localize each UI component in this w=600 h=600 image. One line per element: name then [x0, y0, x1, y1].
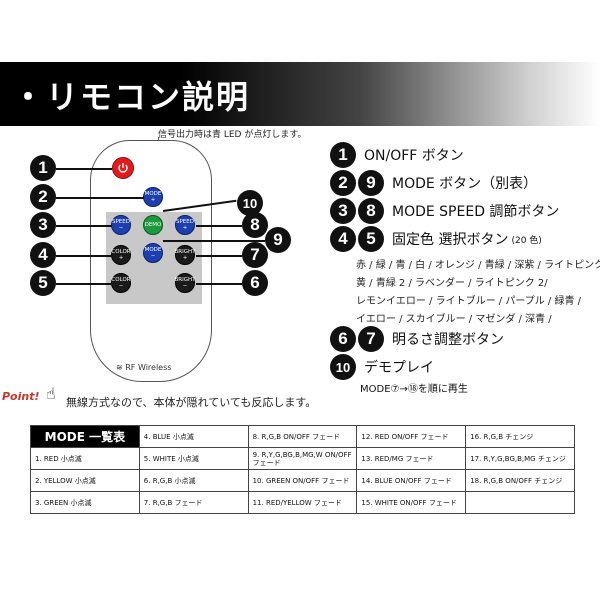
- table-row: MODE 一覧表 4. BLUE 小点滅 8. R,G,B ON/OFF フェー…: [30, 425, 575, 448]
- signal-note: 信号出力時は青 LED が点灯します。: [158, 130, 307, 140]
- demo-sub: MODE⑦→⑱を順に再生: [360, 384, 468, 395]
- callout-line-8: [196, 225, 242, 227]
- table-cell: 16. R,G,B チェンジ: [465, 425, 575, 448]
- speed-minus-button[interactable]: SPEED −: [111, 215, 131, 235]
- feature-num: 4: [330, 226, 356, 252]
- feature-mode: 2 9 MODE ボタン（別表）: [330, 170, 537, 196]
- feature-label: 固定色 選択ボタン: [392, 232, 509, 248]
- callout-1: 1: [30, 155, 56, 181]
- feature-onoff: 1 ON/OFF ボタン: [330, 142, 464, 168]
- callout-line-4: [56, 255, 112, 257]
- table-cell: 4. BLUE 小点滅: [138, 425, 249, 448]
- point-text: 無線方式なので、本体が隠れていても反応します。: [66, 396, 317, 409]
- feature-num: 5: [358, 226, 384, 252]
- callout-3: 3: [30, 212, 56, 238]
- feature-fixed-color: 4 5 固定色 選択ボタン (20 色): [330, 226, 542, 252]
- rf-wireless-label: ≋ RF Wireless: [116, 363, 172, 372]
- callout-8: 8: [242, 212, 268, 238]
- feature-demo: 10 デモプレイ: [330, 354, 434, 380]
- callout-2: 2: [30, 184, 56, 210]
- callout-7: 7: [242, 242, 268, 268]
- table-cell: 5. WHITE 小点滅: [138, 447, 249, 470]
- bright-plus-button[interactable]: BRIGHT +: [175, 245, 196, 265]
- color-plus-button[interactable]: COLOR +: [111, 245, 131, 265]
- table-row: 2. YELLOW 小点滅 6. R,G,B 小点滅 10. GREEN ON/…: [30, 469, 575, 492]
- callout-5: 5: [30, 270, 56, 296]
- callout-line-2: [56, 197, 144, 199]
- table-row: 1. RED 小点滅 5. WHITE 小点滅 9. R,Y,G,BG,B,MG…: [30, 447, 575, 470]
- callout-line-3: [56, 225, 112, 227]
- bright-minus-button[interactable]: BRIGHT −: [175, 273, 196, 293]
- wifi-icon: ≋: [116, 363, 123, 372]
- feature-label: MODE SPEED 調節ボタン: [392, 204, 560, 220]
- color-minus-button[interactable]: COLOR −: [111, 273, 131, 293]
- feature-num: 6: [330, 326, 356, 352]
- callout-line-1: [56, 168, 112, 170]
- callout-10: 10: [237, 190, 263, 216]
- feature-num: 2: [330, 170, 356, 196]
- table-cell: [465, 491, 575, 514]
- table-cell: 12. RED ON/OFF フェード: [356, 425, 467, 448]
- power-button[interactable]: [112, 157, 134, 179]
- feature-label: 明るさ調整ボタン: [392, 332, 504, 348]
- table-cell: 17. R,Y,G,BG,B,MG チェンジ: [465, 447, 575, 470]
- feature-sub: (20 色): [511, 235, 542, 246]
- callout-line-9: [163, 240, 265, 242]
- feature-num: 10: [330, 354, 356, 380]
- color-list-line: レモンイエロー / ライトブルー / パープル / 緑青 /: [356, 296, 582, 307]
- color-list-line: 黄 / 青緑 2 / ラベンダー / ライトピンク 2/: [356, 278, 548, 289]
- callout-6: 6: [242, 270, 268, 296]
- table-cell: 13. RED/MG フェード: [356, 447, 467, 470]
- mode-table: MODE 一覧表 4. BLUE 小点滅 8. R,G,B ON/OFF フェー…: [30, 425, 575, 514]
- callout-line-6: [196, 283, 242, 285]
- table-cell: 7. R,G,B フェード: [138, 491, 249, 514]
- table-cell: 2. YELLOW 小点滅: [30, 469, 140, 492]
- feature-num: 3: [330, 198, 356, 224]
- feature-brightness: 6 7 明るさ調整ボタン: [330, 326, 504, 352]
- feature-label: MODE ボタン（別表）: [392, 176, 538, 192]
- color-list-line: イエロー / スカイブルー / マゼンダ / 深青 /: [356, 314, 552, 325]
- callout-4: 4: [30, 242, 56, 268]
- color-list-line: 赤 / 緑 / 青 / 白 / オレンジ / 青緑 / 深紫 / ライトピンク …: [356, 260, 600, 271]
- callout-line-5: [56, 283, 112, 285]
- table-row: 3. GREEN 小点滅 7. R,G,B フェード 11. RED/YELLO…: [30, 491, 575, 514]
- table-header: MODE 一覧表: [30, 425, 140, 448]
- table-cell: 6. R,G,B 小点滅: [138, 469, 249, 492]
- mode-minus-button[interactable]: MODE −: [143, 243, 163, 263]
- feature-num: 9: [358, 170, 384, 196]
- feature-label: ON/OFF ボタン: [364, 148, 464, 164]
- table-cell: 8. R,G,B ON/OFF フェード: [247, 425, 358, 448]
- feature-mode-speed: 3 8 MODE SPEED 調節ボタン: [330, 198, 559, 224]
- page-title: ・リモコン説明: [12, 78, 251, 116]
- callout-9: 9: [265, 227, 291, 253]
- table-cell: 15. WHITE ON/OFF フェード: [356, 491, 467, 514]
- point-label: Point!: [2, 390, 40, 403]
- table-cell: 14. BLUE ON/OFF フェード: [356, 469, 467, 492]
- feature-label: デモプレイ: [364, 360, 434, 376]
- table-cell: 11. RED/YELLOW フェード: [247, 491, 358, 514]
- feature-num: 7: [358, 326, 384, 352]
- pointing-hand-icon: ☝: [46, 384, 56, 403]
- table-cell: 18. R,G,B ON/OFF チェンジ: [465, 469, 575, 492]
- header-banner: [0, 62, 600, 126]
- power-icon: [118, 163, 128, 173]
- feature-num: 8: [358, 198, 384, 224]
- table-cell: 10. GREEN ON/OFF フェード: [247, 469, 358, 492]
- callout-line-7: [196, 255, 242, 257]
- table-cell: 1. RED 小点滅: [30, 447, 140, 470]
- speed-plus-button[interactable]: SPEED +: [175, 215, 195, 235]
- demo-button[interactable]: DEMO: [143, 215, 163, 235]
- table-cell: 9. R,Y,G,BG,B,MG,W ON/OFF フェード: [247, 447, 358, 470]
- table-cell: 3. GREEN 小点滅: [30, 491, 140, 514]
- feature-num: 1: [330, 142, 356, 168]
- mode-plus-button[interactable]: MODE +: [143, 187, 163, 207]
